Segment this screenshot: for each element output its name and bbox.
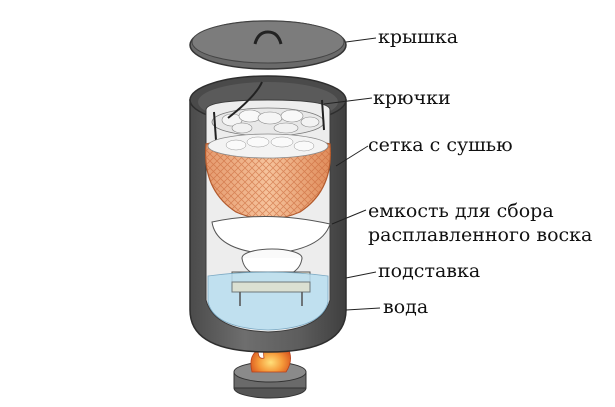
label-lid: крышка [378, 26, 459, 48]
wax-pieces [211, 107, 325, 137]
label-mesh: сетка с сушью [368, 134, 513, 156]
leader-hooks [323, 97, 373, 105]
label-hooks: крючки [373, 87, 451, 109]
label-water: вода [383, 296, 429, 318]
leader-mesh [335, 145, 369, 167]
label-stand: подставка [378, 260, 481, 282]
leader-lines [323, 37, 381, 311]
leader-container [331, 209, 367, 225]
hooks [213, 81, 325, 141]
water [207, 271, 329, 331]
label-container-line2: расплавленного воска [368, 224, 593, 246]
lid [189, 20, 347, 70]
burner [233, 339, 307, 399]
leader-lid [345, 37, 377, 43]
leader-water [345, 307, 381, 311]
mesh-basket [204, 133, 332, 220]
leader-stand [345, 271, 377, 279]
label-container-line1: емкость для сбора [368, 200, 554, 222]
